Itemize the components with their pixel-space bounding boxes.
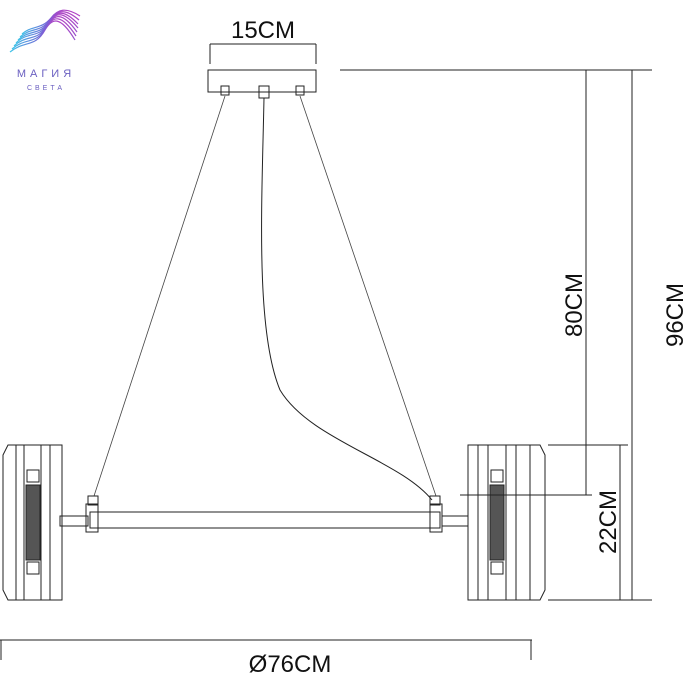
left-shade xyxy=(2,444,63,601)
ceiling-plate xyxy=(207,69,317,99)
horizontal-bar xyxy=(59,495,469,533)
drop-height-label: 80CM xyxy=(561,273,588,337)
brand-logo: МАГИЯ СВЕТА xyxy=(9,9,81,92)
wave-logo-icon xyxy=(9,9,81,53)
plate-width-dimension: 15CM xyxy=(209,17,317,64)
diameter-dimension: Ø76CM xyxy=(0,639,532,678)
right-shade xyxy=(467,444,546,601)
total-height-label: 96CM xyxy=(662,283,689,347)
diameter-label: Ø76CM xyxy=(249,651,332,678)
suspension-cables xyxy=(93,95,437,501)
shade-height-label: 22CM xyxy=(595,490,622,554)
logo-subtitle: СВЕТА xyxy=(27,85,65,92)
height-dimensions: 80CM 96CM 22CM xyxy=(340,69,689,601)
logo-name: МАГИЯ xyxy=(17,68,75,80)
plate-width-label: 15CM xyxy=(231,17,295,44)
